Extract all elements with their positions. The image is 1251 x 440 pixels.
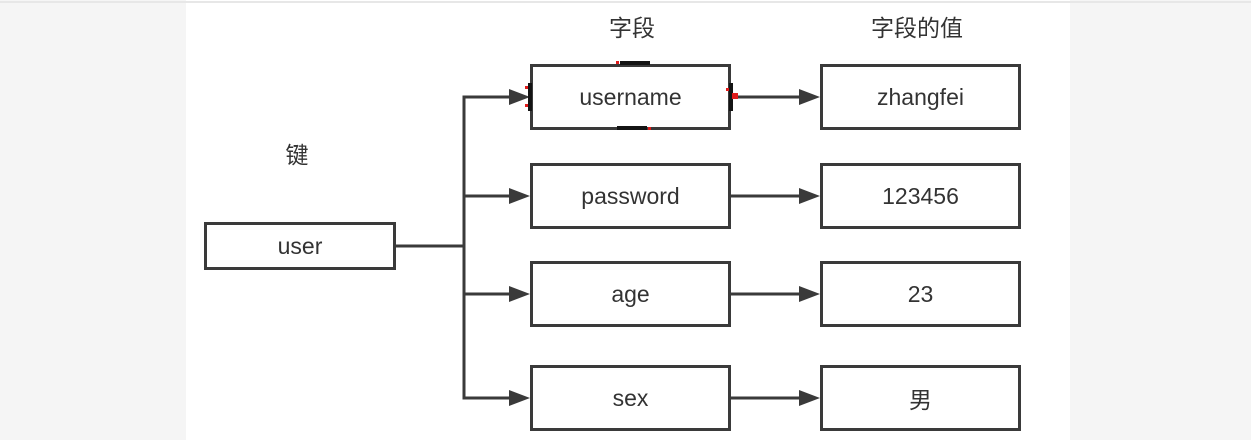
connector-endpoint-dot xyxy=(732,93,738,99)
connection-point-dot xyxy=(525,104,528,107)
node-label: username xyxy=(579,83,682,110)
key-node-box: user xyxy=(204,222,396,270)
selection-handle-right xyxy=(729,83,733,111)
value-node-box-zhangfei: zhangfei xyxy=(820,64,1021,130)
node-label: 123456 xyxy=(882,182,959,209)
field-node-box-sex: sex xyxy=(530,365,731,431)
connection-point-dot xyxy=(616,61,619,64)
connection-point-dot xyxy=(726,88,729,91)
value-node-box-male: 男 xyxy=(820,365,1021,431)
value-column-label: 字段的值 xyxy=(871,15,963,41)
node-label: 23 xyxy=(907,280,934,307)
node-label: zhangfei xyxy=(877,83,964,110)
value-node-box-23: 23 xyxy=(820,261,1021,327)
node-label: age xyxy=(611,280,650,307)
field-node-box-age: age xyxy=(530,261,731,327)
value-node-box-123456: 123456 xyxy=(820,163,1021,229)
node-label: 男 xyxy=(909,387,932,413)
selection-handle-left xyxy=(528,83,532,111)
top-divider-line xyxy=(0,1,1251,3)
selection-handle-top xyxy=(620,61,650,65)
connection-point-dot xyxy=(525,86,528,89)
key-node-label: user xyxy=(277,232,323,259)
key-column-label: 键 xyxy=(285,142,309,168)
field-node-box-username: username xyxy=(530,64,731,130)
node-label: sex xyxy=(612,384,649,411)
connection-point-dot xyxy=(648,127,651,130)
selection-handle-bottom xyxy=(617,126,647,130)
field-column-label: 字段 xyxy=(609,15,655,41)
node-label: password xyxy=(581,182,680,209)
field-node-box-password: password xyxy=(530,163,731,229)
